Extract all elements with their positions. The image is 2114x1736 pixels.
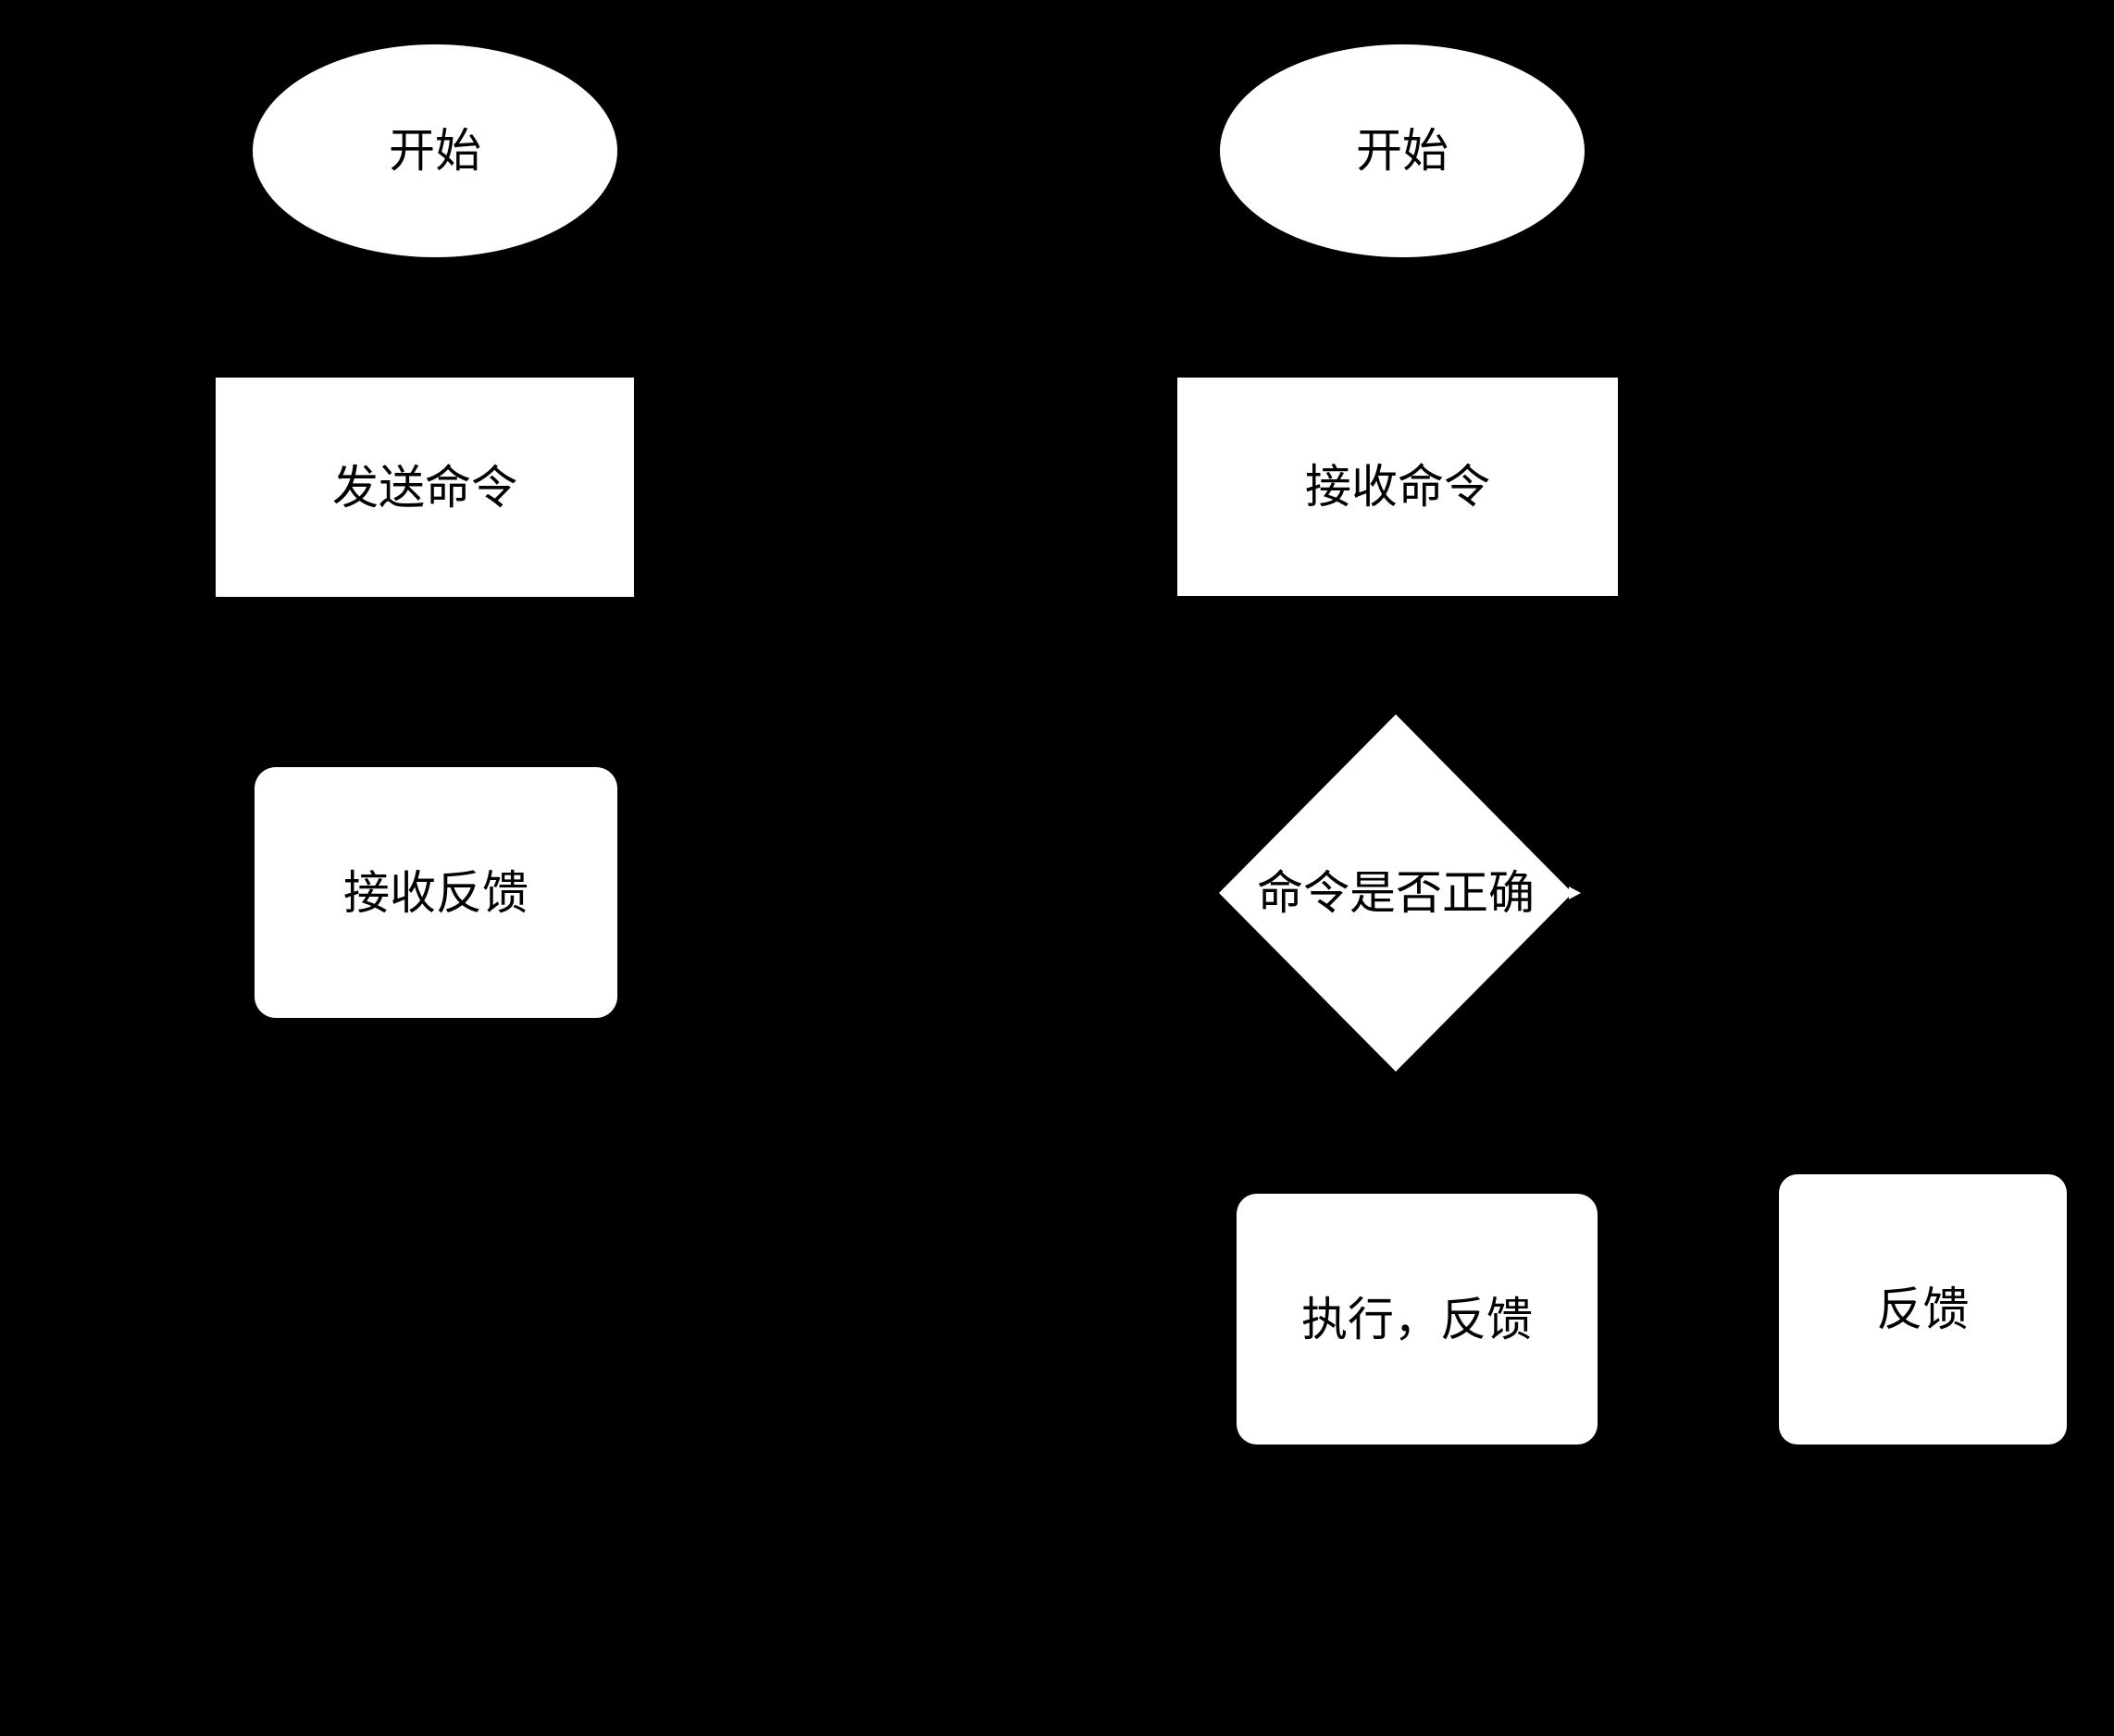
right-receive-command-label: 接收命令 <box>1305 461 1490 513</box>
left-receive-feedback-label: 接收反馈 <box>343 866 528 919</box>
command-correct-decision-diamond: 命令是否正确 <box>1219 714 1573 1072</box>
right-start-ellipse: 开始 <box>1220 44 1585 257</box>
execute-feedback-box: 执行，反馈 <box>1237 1194 1598 1445</box>
left-start-label: 开始 <box>389 125 481 177</box>
command-correct-decision-label: 命令是否正确 <box>1257 867 1535 919</box>
feedback-label: 反馈 <box>1876 1283 1970 1335</box>
right-start-label: 开始 <box>1356 125 1449 177</box>
feedback-box: 反馈 <box>1779 1174 2067 1445</box>
left-receive-feedback-box: 接收反馈 <box>255 767 617 1018</box>
right-receive-command-box: 接收命令 <box>1177 378 1618 596</box>
left-send-command-box: 发送命令 <box>216 378 634 597</box>
left-send-command-label: 发送命令 <box>332 461 517 514</box>
left-start-ellipse: 开始 <box>253 44 617 257</box>
right-arrowhead-icon <box>1569 887 1581 899</box>
execute-feedback-label: 执行，反馈 <box>1301 1293 1533 1345</box>
